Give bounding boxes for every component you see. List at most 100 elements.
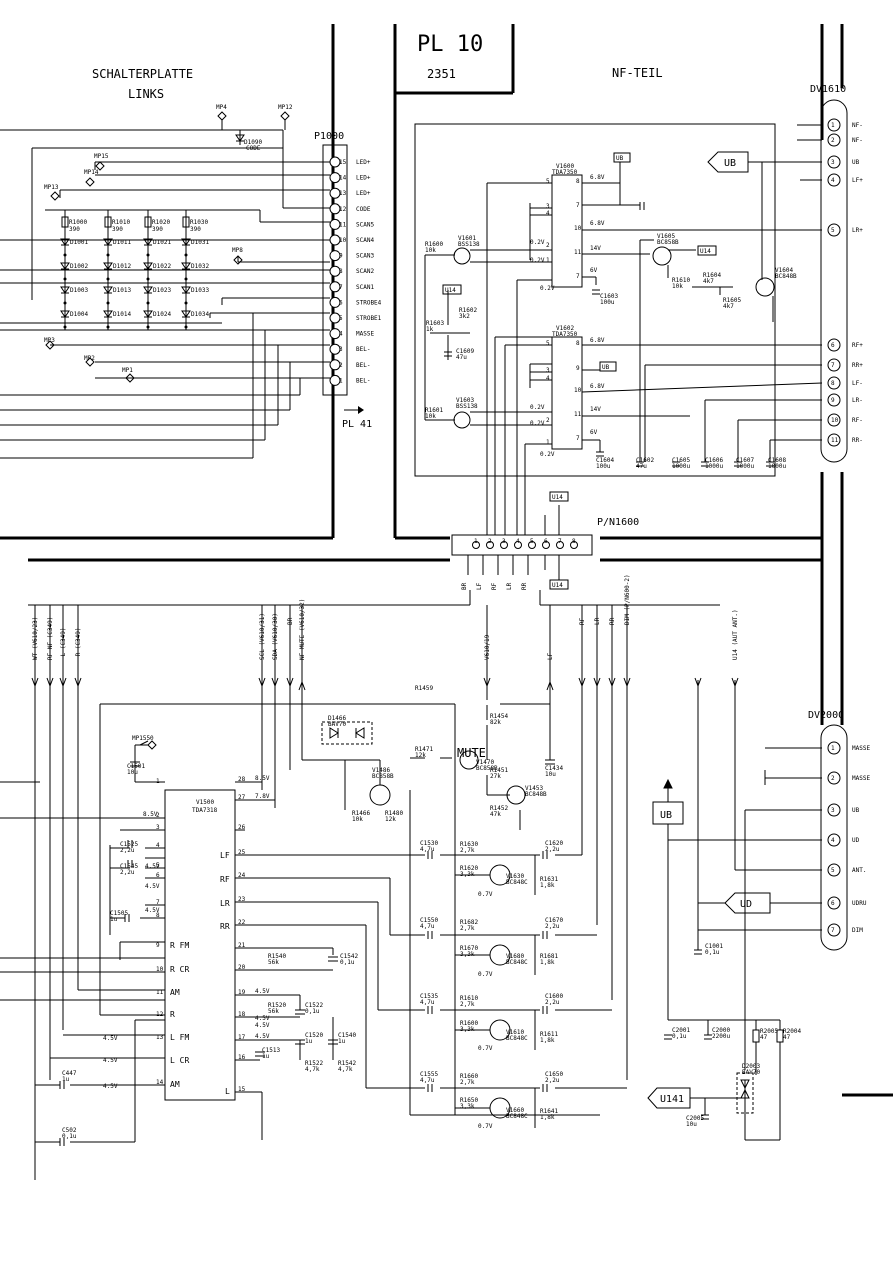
- led-icon: [181, 310, 191, 318]
- nf-caps: [444, 202, 774, 467]
- svg-text:TDA7318: TDA7318: [192, 807, 218, 814]
- led-icon: [60, 286, 70, 294]
- nf-part-ref: C1603: [600, 293, 618, 300]
- audio-part-val: 1,8k: [540, 882, 555, 889]
- pn1600-pin-number: 1: [474, 538, 478, 545]
- dv2000-parts: [664, 949, 784, 1120]
- svg-text:UD: UD: [740, 899, 752, 910]
- audio-part-ref: R1600: [460, 1020, 478, 1027]
- mute-label: MUTE: [457, 746, 486, 760]
- voltage: 4.5V: [145, 883, 160, 890]
- dv2000-signal: DIM: [852, 927, 863, 934]
- audio-part-val: 2,7k: [460, 925, 475, 932]
- ic-pin-left: 6: [156, 872, 160, 879]
- ic-pin-left: 4: [156, 842, 160, 849]
- nf-tags: [442, 152, 717, 590]
- svg-text:7: 7: [576, 202, 580, 209]
- nf-part-ref: V1605: [657, 233, 675, 240]
- ic-pin-left: 3: [156, 824, 160, 831]
- led-ref: D1003: [70, 287, 88, 294]
- bus-label: SDA (V610/30): [272, 613, 279, 660]
- p1000-pin: [329, 343, 341, 355]
- mp15-label: MP15: [94, 153, 109, 160]
- mp4-label: MP4: [216, 104, 227, 111]
- nf-wiring: [424, 124, 823, 535]
- audio-part-ref: R1611: [540, 1031, 558, 1038]
- p1000-signal: SCAN3: [356, 253, 374, 260]
- dv2000-pin: [827, 771, 841, 785]
- led-icon: [60, 238, 70, 246]
- led-ref: D1031: [191, 239, 209, 246]
- ic-pin-left: 5: [156, 862, 160, 869]
- resistor-ref: R1020: [152, 219, 170, 226]
- dv2000-signal: UB: [852, 807, 860, 814]
- audio-part-val: 0,1u: [340, 959, 355, 966]
- nf-part-ref: R1600: [425, 241, 443, 248]
- dv2000-signal: MASSE: [852, 745, 870, 752]
- ic-pin-left: 10: [156, 966, 164, 973]
- dv1610-signal: RR+: [852, 362, 863, 369]
- nf-part-val: BC858B: [657, 239, 679, 246]
- audio-part-val: 4,7u: [420, 846, 435, 853]
- audio-part-ref: V1680: [506, 953, 524, 960]
- audio-part-val: 2,2u: [545, 923, 560, 930]
- led-ref: D1002: [70, 263, 88, 270]
- dv1610-signal: UB: [852, 159, 860, 166]
- ic-v1600: V1600 TDA7350 5 3 4 2 1 8 7 10 11 7 6.8V…: [530, 163, 605, 292]
- dv1610-signal: NF-: [852, 122, 863, 129]
- dv1610-pin: [827, 338, 841, 352]
- ic-label: R FM: [170, 941, 189, 950]
- audio-part-ref: R1459: [415, 685, 433, 692]
- pn1600-wire: RR: [521, 582, 528, 590]
- dv2000-pin-number: 2: [831, 775, 835, 782]
- ic-pin-left: 14: [156, 1079, 164, 1086]
- p1000-pin-number: 1: [339, 377, 343, 384]
- audio-part-val: 2,7k: [460, 1079, 475, 1086]
- audio-part-val: 2,2u: [120, 869, 135, 876]
- ic-label: R CR: [170, 965, 189, 974]
- ub-tag-top: UB: [707, 151, 822, 173]
- ic-pin-left: 13: [156, 1034, 164, 1041]
- mp8-label: MP8: [232, 247, 243, 254]
- audio-part-ref: R1480: [385, 810, 403, 817]
- resistor-ref: R1000: [69, 219, 87, 226]
- voltage: 0.7V: [478, 1045, 493, 1052]
- audio-part-val: 1u: [110, 916, 118, 923]
- p1000-pin-number: 11: [339, 221, 347, 228]
- dv2000-pin: [827, 923, 841, 937]
- svg-text:UB: UB: [602, 364, 610, 371]
- pn1600-pin-number: 3: [502, 538, 506, 545]
- p1000-wiring: [0, 129, 330, 459]
- led-icon: [181, 262, 191, 270]
- p1000-pin: [329, 374, 341, 386]
- p1000-signal: LED+: [356, 159, 371, 166]
- bus-label: RR: [609, 617, 616, 625]
- nf-part-val: 1000u: [705, 463, 723, 470]
- audio-part-ref: R1620: [460, 865, 478, 872]
- svg-text:TDA7350: TDA7350: [552, 169, 578, 176]
- dv1610-signal: LF+: [852, 177, 863, 184]
- led-ref: D1011: [113, 239, 131, 246]
- dv2000-pin-number: 7: [831, 927, 835, 934]
- nf-part-val: BSS138: [456, 403, 478, 410]
- dv2000-signal: UD: [852, 837, 860, 844]
- audio-part-ref: R2004: [783, 1028, 801, 1035]
- p1000-signal: BEL-: [356, 346, 370, 353]
- svg-text:U14: U14: [700, 248, 711, 255]
- audio-part-val: 4,7k: [338, 1066, 353, 1073]
- resistor-val: 390: [152, 226, 163, 233]
- audio-part-ref: R1660: [460, 1073, 478, 1080]
- audio-part-val: 4,7u: [420, 999, 435, 1006]
- pn1600-wire: RF: [491, 582, 498, 590]
- dv1610-signal: NF-: [852, 137, 863, 144]
- audio-part-ref: D1466: [328, 715, 346, 722]
- nf-frame: [414, 123, 776, 477]
- p1000-pin: [329, 296, 341, 308]
- d1466-diode: [321, 721, 373, 745]
- audio-part-val: 56k: [268, 1008, 279, 1015]
- svg-text:U14: U14: [445, 287, 456, 294]
- mp13-label: MP13: [44, 184, 59, 191]
- p1000-signal: SCAN1: [356, 284, 374, 291]
- p1000-pin-number: 13: [339, 190, 347, 197]
